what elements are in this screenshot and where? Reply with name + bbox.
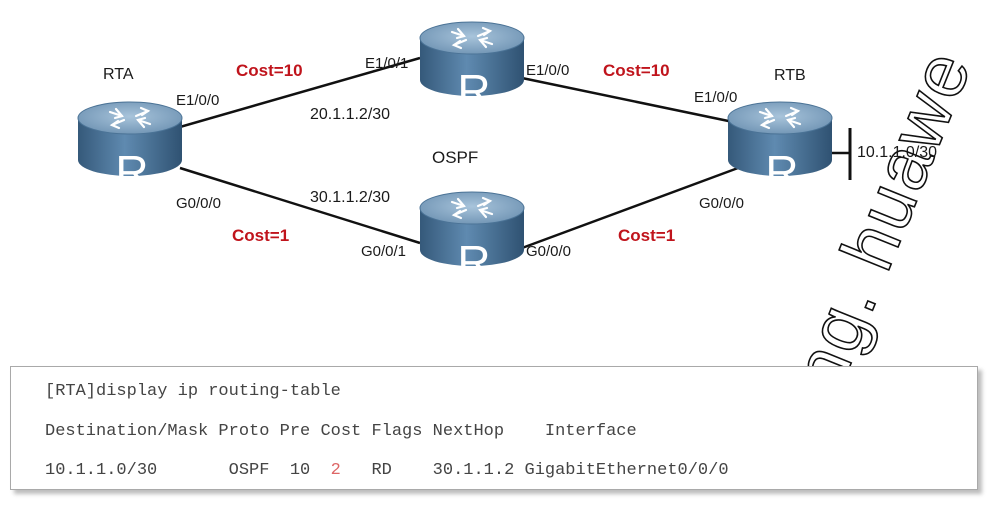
router-rtb-letter: R (765, 146, 798, 198)
router-top-letter: R (457, 65, 490, 117)
iface-rtb-g000: G0/0/0 (699, 195, 745, 212)
network-20-label: 20.1.1.2/30 (310, 106, 391, 123)
iface-bottom-g001: G0/0/1 (361, 243, 407, 260)
cli-row-cost: 2 (330, 461, 341, 480)
cost-label-rta-bottom: Cost=1 (232, 226, 290, 245)
iface-top-e101: E1/0/1 (365, 55, 409, 72)
iface-rtb-e100: E1/0/0 (694, 89, 738, 106)
cli-header-line: Destination/Mask Proto Pre Cost Flags Ne… (45, 422, 637, 441)
link-bottom-rtb (521, 166, 739, 250)
cost-label-top-rtb: Cost=10 (603, 61, 670, 80)
stub-network-label: 10.1.1.0/30 (857, 144, 938, 161)
cli-command-line: [RTA]display ip routing-table (45, 382, 341, 401)
iface-rta-g000: G0/0/0 (176, 195, 222, 212)
link-rta-top (179, 56, 421, 129)
router-bottom-letter: R (457, 236, 490, 288)
cost-label-rta-top: Cost=10 (236, 61, 303, 80)
ospf-area-label: OSPF (432, 148, 479, 167)
network-30-label: 30.1.1.2/30 (310, 189, 391, 206)
cli-route-row: 10.1.1.0/30 OSPF 10 2 RD 30.1.1.2 Gigabi… (45, 462, 729, 479)
router-rtb-label: RTB (774, 67, 806, 84)
link-top-rtb (521, 76, 739, 125)
cli-row-prefix: 10.1.1.0/30 OSPF 10 (45, 461, 331, 480)
topology-diagram: R R R R (76, 20, 852, 288)
link-rta-bottom (179, 166, 421, 245)
link-lines (179, 56, 852, 250)
iface-bottom-g000: G0/0/0 (526, 243, 572, 260)
router-rta-letter: R (115, 146, 148, 198)
router-rta-label: RTA (103, 66, 134, 83)
iface-top-e100: E1/0/0 (526, 62, 570, 79)
cli-row-suffix: RD 30.1.1.2 GigabitEthernet0/0/0 (340, 461, 729, 480)
iface-rta-e100: E1/0/0 (176, 92, 220, 109)
cli-output-box: [RTA]display ip routing-table Destinatio… (10, 366, 978, 490)
cost-label-bottom-rtb: Cost=1 (618, 226, 676, 245)
